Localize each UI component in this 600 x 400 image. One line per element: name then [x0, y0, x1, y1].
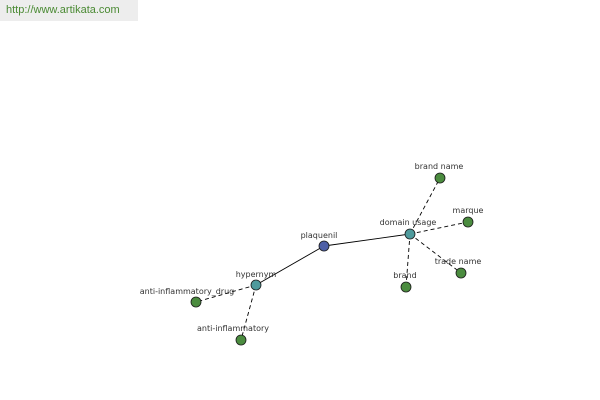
- edge-domain-usage-to-brand: [405, 233, 411, 288]
- edge-plaquenil-to-domain-usage: [323, 233, 411, 247]
- node-label-trade-name: trade name: [435, 257, 482, 266]
- node-brand[interactable]: [400, 281, 412, 293]
- node-label-marque: marque: [453, 206, 484, 215]
- node-plaquenil[interactable]: [318, 240, 330, 252]
- node-marque[interactable]: [462, 216, 474, 228]
- node-label-domain-usage: domain usage: [380, 218, 437, 227]
- node-label-brand: brand: [393, 271, 416, 280]
- node-label-brand-name: brand name: [415, 162, 464, 171]
- node-brand-name[interactable]: [434, 172, 446, 184]
- node-anti-inflammatory[interactable]: [235, 334, 247, 346]
- source-url-link[interactable]: http://www.artikata.com: [0, 0, 138, 21]
- node-label-hypernym: hypernym: [236, 270, 277, 279]
- edge-domain-usage-to-trade-name: [409, 233, 462, 274]
- node-label-plaquenil: plaquenil: [301, 231, 338, 240]
- node-domain-usage[interactable]: [404, 228, 416, 240]
- edge-domain-usage-to-marque: [409, 221, 469, 235]
- edge-plaquenil-to-hypernym: [255, 245, 325, 286]
- edge-hypernym-to-anti-inflammatory: [240, 284, 257, 341]
- node-trade-name[interactable]: [455, 267, 467, 279]
- node-label-anti-inflammatory: anti-inflammatory: [197, 324, 269, 333]
- node-hypernym[interactable]: [250, 279, 262, 291]
- node-anti-inflammatory-drug[interactable]: [190, 296, 202, 308]
- node-label-anti-inflammatory-drug: anti-inflammatory_drug: [140, 287, 235, 296]
- labels-layer: plaquenil domain usage hypernym brand name m…: [140, 162, 484, 333]
- edge-domain-usage-to-brand-name: [409, 177, 441, 235]
- edge-hypernym-to-anti-inflammatory-drug: [195, 284, 257, 303]
- nodes-layer: [190, 172, 474, 346]
- edges-layer: [195, 177, 469, 341]
